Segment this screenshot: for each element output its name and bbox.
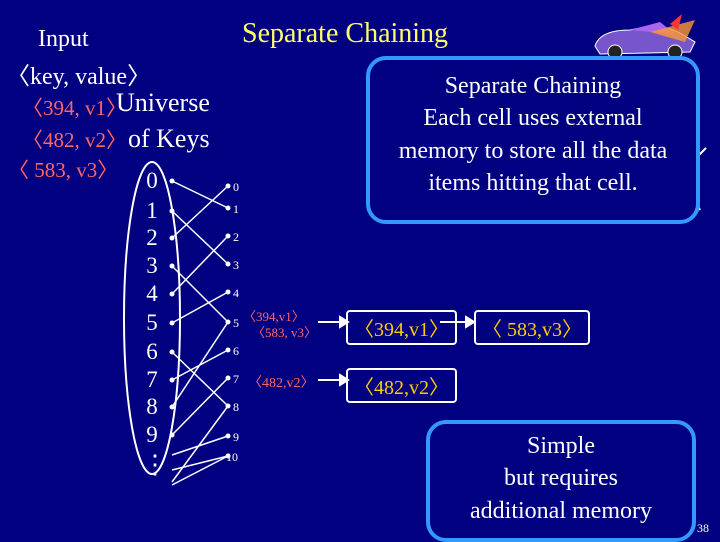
slot-5: 5 — [233, 316, 239, 330]
slot5-entry-b: 〈583, v3〉 — [252, 325, 318, 340]
page-title: Separate Chaining — [242, 18, 449, 49]
slot-0: 0 — [233, 180, 239, 194]
pair-394: 〈394, v1〉 — [22, 96, 127, 120]
callout-heading: Separate Chaining — [444, 73, 622, 99]
callout-simple-line-2: but requires — [504, 465, 618, 492]
callout-simple: Simple but requires additional memory — [426, 420, 696, 542]
of-keys-label: of Keys — [128, 124, 210, 153]
digit-8: 8 — [146, 394, 158, 419]
key-value-label: 〈key, value〉 — [6, 64, 152, 90]
digit-0: 0 — [146, 168, 158, 193]
chain-node-394: 〈394,v1〉 — [346, 310, 457, 345]
pair-583: 〈 583, v3〉 — [8, 158, 119, 182]
race-car-icon — [594, 14, 696, 60]
universe-label: Universe — [116, 88, 210, 117]
slot-4: 4 — [233, 286, 239, 300]
callout-line-3: memory to store all the data — [398, 137, 668, 164]
slot-8: 8 — [233, 400, 239, 414]
callout-line-4: items hitting that cell. — [428, 170, 638, 197]
slot-2: 2 — [233, 230, 239, 244]
digit-5: 5 — [146, 310, 158, 335]
digit-7: 7 — [146, 367, 158, 392]
digit-1: 1 — [146, 198, 158, 223]
slot5-entry-a: 〈394,v1〉 — [243, 309, 305, 324]
digit-2: 2 — [146, 225, 158, 250]
digit-6: 6 — [146, 339, 158, 364]
digit-4: 4 — [146, 281, 158, 306]
digit-ellipsis: ⋮ — [142, 450, 168, 479]
slot-1: 1 — [233, 202, 239, 216]
slot7-entry: 〈482,v2〉 — [248, 376, 315, 391]
mapping-lines — [171, 180, 229, 486]
chain-node-482: 〈482,v2〉 — [346, 368, 457, 403]
slot-10: 10 — [226, 450, 238, 464]
chain-node-583: 〈 583,v3〉 — [474, 310, 590, 345]
slot-3: 3 — [233, 258, 239, 272]
digit-9: 9 — [146, 422, 158, 447]
digit-3: 3 — [146, 253, 158, 278]
input-label: Input — [38, 26, 89, 52]
callout-simple-line-3: additional memory — [470, 497, 652, 524]
slot-9: 9 — [233, 430, 239, 444]
chain-arrows — [318, 315, 476, 387]
slot-7: 7 — [233, 372, 239, 386]
callout-simple-line-1: Simple — [526, 433, 595, 459]
callout-separate-chaining: Separate Chaining Each cell uses externa… — [366, 56, 700, 224]
callout-line-2: Each cell uses external — [423, 105, 643, 132]
pair-482: 〈482, v2〉 — [22, 128, 127, 152]
slide-number: 38 — [697, 521, 709, 535]
slot-6: 6 — [233, 344, 239, 358]
